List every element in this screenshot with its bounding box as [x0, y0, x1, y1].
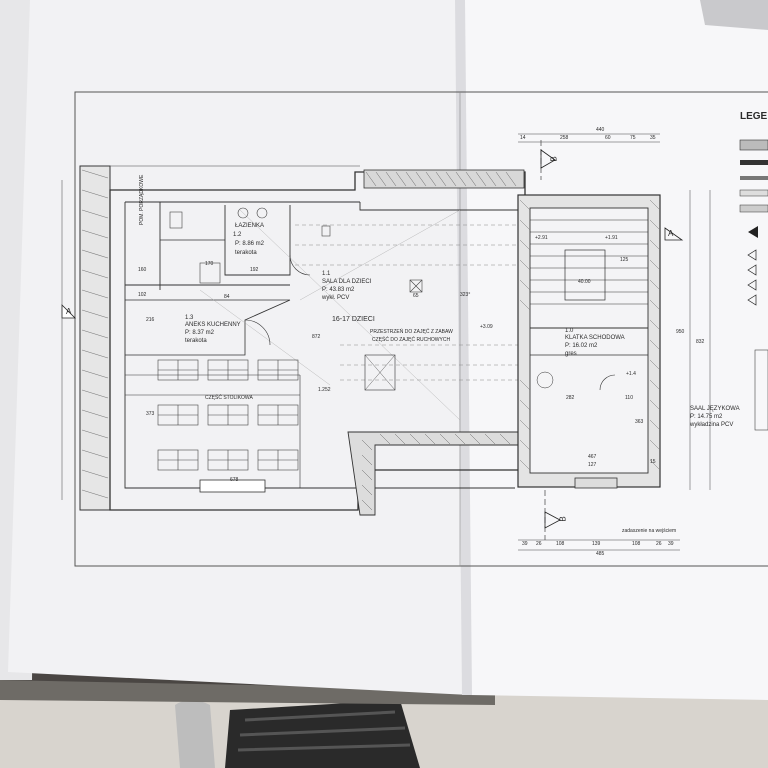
- staircase-area: P: 16.02 m2: [565, 343, 598, 349]
- dim-65: 65: [413, 293, 419, 299]
- dim-level-291: +2.91: [535, 235, 548, 241]
- dim-125: 125: [620, 257, 629, 263]
- staircase-name: KLATKA SCHODOWA: [565, 335, 625, 341]
- kitchen-finish: terakota: [185, 338, 207, 344]
- paper-left: [8, 0, 470, 695]
- dim-170: 170: [205, 261, 214, 267]
- staircase-building: [517, 194, 661, 489]
- dim-bottom-1: 39: [522, 541, 528, 547]
- table-area-label: CZĘŚĆ STOLIKOWA: [205, 395, 253, 401]
- language-room-name: SAAL JĘZYKOWA: [690, 406, 740, 412]
- bathroom-number: 1.2: [233, 232, 242, 238]
- main-building: [79, 165, 526, 516]
- bathroom-area: P: 8.86 m2: [235, 241, 265, 247]
- section-markers: [61, 140, 684, 540]
- legend-title: LEGE: [740, 111, 768, 122]
- dim-102: 102: [138, 292, 147, 298]
- dim-160: 160: [138, 267, 147, 273]
- kitchen-number: 1.3: [185, 315, 194, 321]
- kitchen-name: ANEKS KUCHENNY: [185, 322, 241, 328]
- play-area-sublabel: CZĘŚĆ DO ZAJĘĆ RUCHOWYCH: [372, 337, 451, 343]
- dim-127: 127: [588, 462, 597, 468]
- dim-40: 40.00: [578, 279, 591, 285]
- dim-level-309: +3.09: [480, 324, 493, 330]
- dim-level-191: +1.91: [605, 235, 618, 241]
- dim-84: 84: [224, 294, 230, 300]
- dim-373: 373: [146, 411, 155, 417]
- canopy-note: zadaszenie na wejściem: [622, 528, 677, 534]
- dim-1252: 1.252: [318, 387, 331, 393]
- dim-top-3: 60: [605, 135, 611, 141]
- staircase-finish: gres: [565, 351, 577, 357]
- chair-weave: [237, 710, 411, 752]
- dim-323: 323°: [460, 292, 471, 298]
- dim-top-4: 75: [630, 135, 636, 141]
- dim-872: 872: [312, 334, 321, 340]
- dim-top-1: 14: [520, 135, 526, 141]
- dim-192: 192: [250, 267, 259, 273]
- legend-swatches: [739, 139, 768, 431]
- dim-282: 282: [566, 395, 575, 401]
- dim-bottom-4: 139: [592, 541, 601, 547]
- hall-area: P: 43.83 m2: [322, 287, 355, 293]
- paper-corner: [700, 0, 768, 30]
- dim-bottom-6: 26: [656, 541, 662, 547]
- dim-bottom-3: 108: [556, 541, 565, 547]
- dim-bottom-5: 108: [632, 541, 641, 547]
- staircase-number: 1.0: [565, 328, 574, 334]
- bathroom-fixtures: [169, 207, 423, 293]
- dim-467: 467: [588, 454, 597, 460]
- dim-top-5: 35: [650, 135, 656, 141]
- bathroom-name: ŁAZIENKA: [235, 223, 265, 229]
- dim-top-total: 440: [596, 127, 605, 133]
- play-area-label: PRZESTRZEŃ DO ZAJĘĆ Z ZABAW: [370, 329, 453, 335]
- hall-name: SALA DLA DZIECI: [322, 279, 372, 285]
- table-area-furniture: [157, 359, 299, 471]
- hall-finish: wykł. PCV: [322, 295, 350, 301]
- dim-bottom-7: 39: [668, 541, 674, 547]
- binder-edge: [0, 680, 495, 705]
- dimension-lines: [61, 133, 711, 551]
- dim-832: 832: [696, 339, 705, 345]
- dim-level-14: +1.4: [626, 371, 636, 377]
- dim-top-2: 258: [560, 135, 569, 141]
- hall-number: 1.1: [322, 271, 331, 277]
- dim-15: 15: [650, 459, 656, 465]
- language-room-area: P: 14.75 m2: [690, 414, 723, 420]
- drawing-frame: [74, 91, 768, 567]
- kitchen-area: P: 8.37 m2: [185, 330, 215, 336]
- section-a-right: A: [668, 229, 674, 238]
- bathroom-finish: terakota: [235, 250, 257, 256]
- dim-110: 110: [625, 395, 633, 401]
- dim-950: 950: [676, 329, 685, 335]
- children-count: 16-17 DZIECI: [332, 316, 375, 323]
- dim-bottom-total: 485: [596, 551, 605, 557]
- language-room-finish: wykładzina PCV: [690, 422, 734, 428]
- section-a-left: A: [66, 307, 72, 316]
- dim-216: 216: [146, 317, 155, 323]
- section-b-top: B: [549, 156, 559, 162]
- cleaning-room-label: POM. PORZĄDKOWE: [139, 174, 145, 225]
- section-b-bottom: B: [558, 516, 568, 522]
- dim-678: 678: [230, 477, 239, 483]
- dim-363: 363: [635, 419, 644, 425]
- chair-metal-leg: [175, 700, 215, 768]
- dim-bottom-2: 26: [536, 541, 542, 547]
